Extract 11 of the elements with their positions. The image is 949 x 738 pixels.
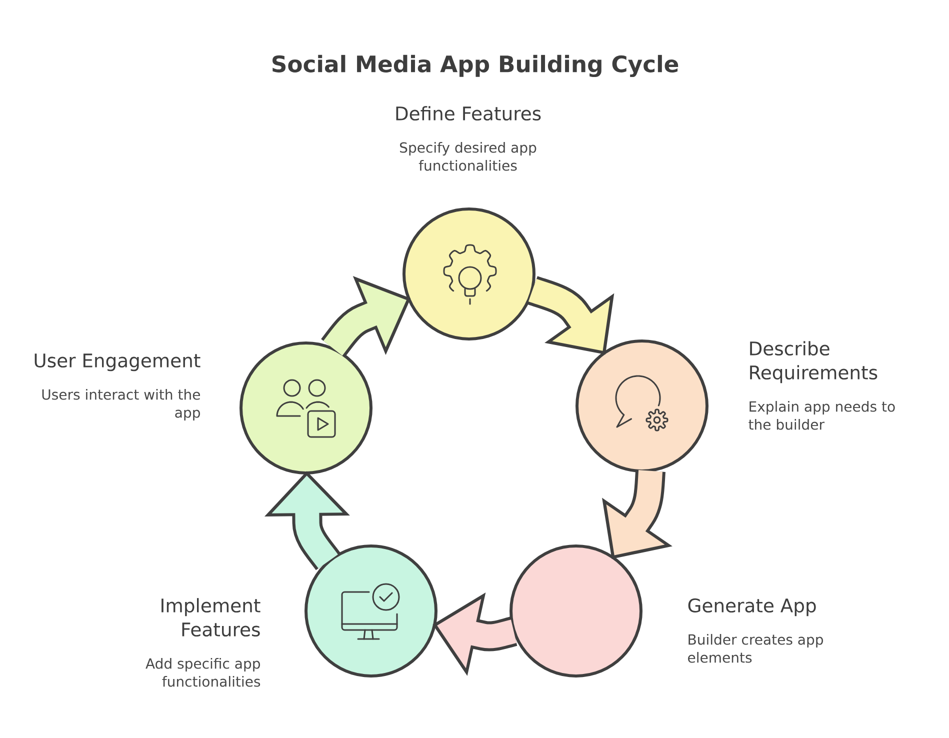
step-title: Describe Requirements (750, 341, 878, 384)
step-description: Specify desired app functionalities (400, 142, 536, 171)
step-description: Explain app needs to the builder (748, 400, 895, 430)
step-description: Builder creates app elements (688, 634, 823, 663)
step-description: Users interact with the app (42, 388, 200, 420)
step-title: Define Features (396, 106, 541, 121)
step-title: User Engagement (34, 354, 200, 372)
step-title: Generate App (688, 598, 816, 616)
step-title: Implement Features (162, 598, 260, 637)
title: Social Media App Building Cycle (272, 54, 678, 78)
step-description: Add specific app functionalities (146, 658, 260, 687)
